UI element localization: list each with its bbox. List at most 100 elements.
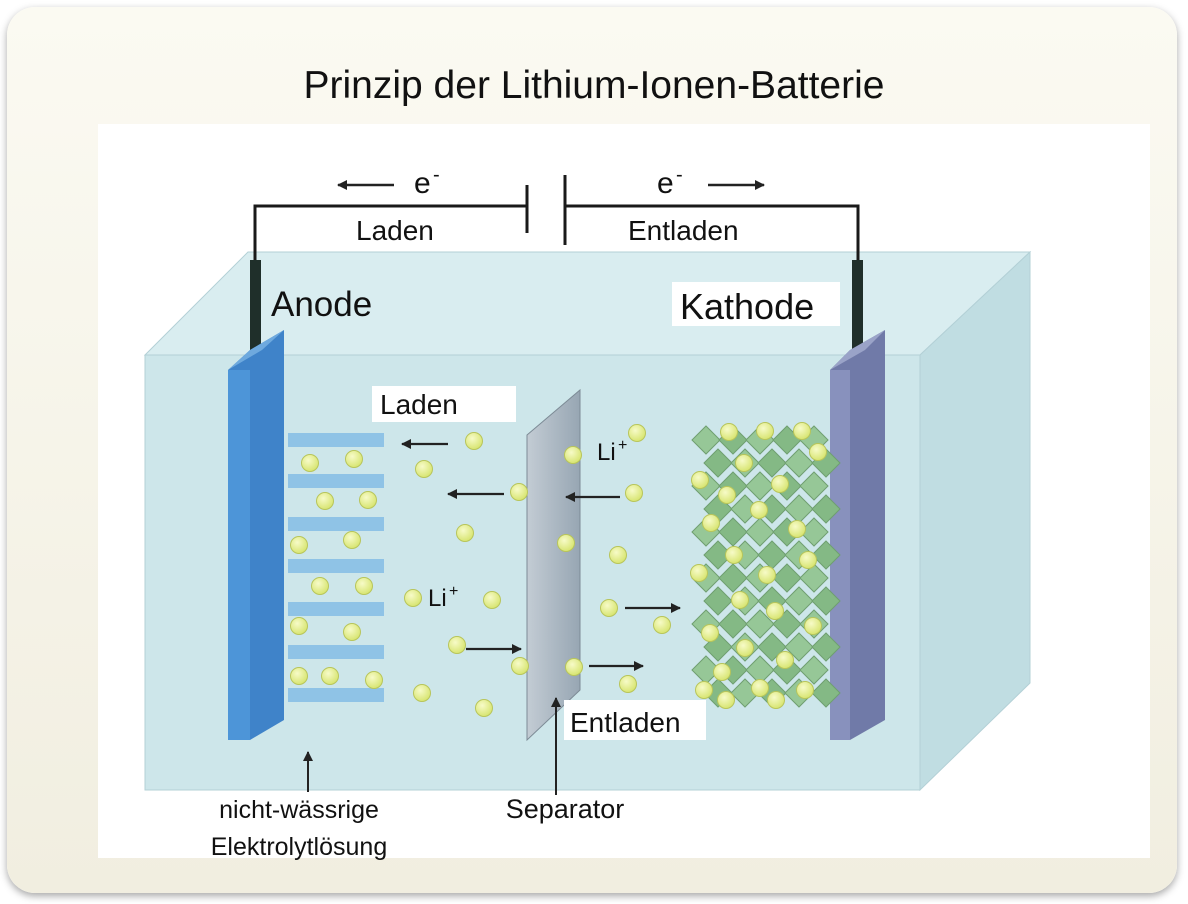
lithium-ion [731,591,749,609]
lithium-ion [600,599,618,617]
lithium-ion [717,691,735,709]
lithium-ion [345,450,363,468]
lithium-ion [625,484,643,502]
cathode-crystal [811,540,841,570]
li-ion-label-right: Li [597,439,616,466]
lithium-ion [290,667,308,685]
external-circuit [253,175,860,262]
lithium-ion [690,564,708,582]
li-ion-sup-right: + [618,437,627,454]
lithium-ion [758,566,776,584]
cathode-crystal [799,655,829,685]
lithium-ion [653,616,671,634]
electron-right-sup: - [676,164,683,186]
lithium-ion [448,636,466,654]
lithium-ion [751,679,769,697]
lithium-ion [465,432,483,450]
cathode-crystal [718,563,748,593]
lithium-ion [756,422,774,440]
electron-right-label: e [657,167,674,200]
charge-label-top: Laden [356,215,434,246]
cathode-crystal [811,586,841,616]
anode-graphite-layers [288,433,384,702]
cathode-crystal [784,632,814,662]
cathode-crystal [718,609,748,639]
cathode-crystal [757,448,787,478]
electrolyte-label-line2: Elektrolytlösung [211,833,387,861]
lithium-ion [767,691,785,709]
cathode-crystal [811,494,841,524]
lithium-ion [456,524,474,542]
separator-membrane [526,388,581,742]
lithium-ion [301,454,319,472]
cathode-crystal [703,448,733,478]
lithium-ion [718,486,736,504]
lithium-ion [413,684,431,702]
lithium-ion [771,475,789,493]
lithium-ion [511,657,529,675]
lithium-ion [809,443,827,461]
lithium-ion [766,602,784,620]
lithium-ion [316,492,334,510]
anode-plate [228,330,284,740]
label-pointers [303,697,561,795]
lithium-ion [725,546,743,564]
cathode-crystal [811,678,841,708]
lithium-ion [788,520,806,538]
cathode-crystal [703,586,733,616]
charge-label-inner: Laden [380,389,458,420]
cathode-crystal [745,471,775,501]
lithium-ion [475,699,493,717]
lithium-ion [359,491,377,509]
lithium-ion [735,454,753,472]
cathode-crystal [811,632,841,662]
label-backdrops [342,209,840,740]
lithium-ion [776,651,794,669]
cathode-label: Kathode [680,286,814,327]
lithium-ion [750,501,768,519]
lithium-ion [365,671,383,689]
lithium-ion [609,546,627,564]
lithium-ion [628,424,646,442]
cathode-crystal [745,517,775,547]
lithium-ion [793,422,811,440]
discharge-label-top: Entladen [628,215,739,246]
lithium-ion [415,460,433,478]
anode-lead [250,260,261,355]
lithium-ion [702,514,720,532]
cathode-plate [830,330,885,740]
lithium-ions [290,422,827,717]
lithium-ion [564,446,582,464]
lithium-ion [510,483,528,501]
separator-label: Separator [506,794,625,824]
cathode-crystal [784,586,814,616]
lithium-ion [799,551,817,569]
cathode-crystal [691,425,721,455]
cathode-crystal [718,517,748,547]
lithium-ion [557,534,575,552]
lithium-ion [701,624,719,642]
electrolyte-label-line1: nicht-wässrige [219,796,379,824]
lithium-ion [321,667,339,685]
cathode-crystal [799,563,829,593]
lithium-ion [343,531,361,549]
lithium-ion [404,589,422,607]
cathode-crystal [784,448,814,478]
lithium-ion [691,471,709,489]
electron-left-label: e [414,167,431,200]
electron-left-sup: - [433,164,440,186]
lithium-ion [343,623,361,641]
lithium-ion [720,423,738,441]
lithium-ion [290,617,308,635]
cathode-crystal [799,471,829,501]
anode-label: Anode [271,285,372,324]
lithium-ion [619,675,637,693]
cathode-lead [852,260,863,355]
lithium-ion [695,681,713,699]
lithium-ion [736,639,754,657]
slide-title: Prinzip der Lithium-Ionen-Batterie [303,64,885,107]
discharge-label-inner: Entladen [570,707,681,738]
cathode-crystal [772,563,802,593]
li-ion-sup-left: + [449,583,458,600]
